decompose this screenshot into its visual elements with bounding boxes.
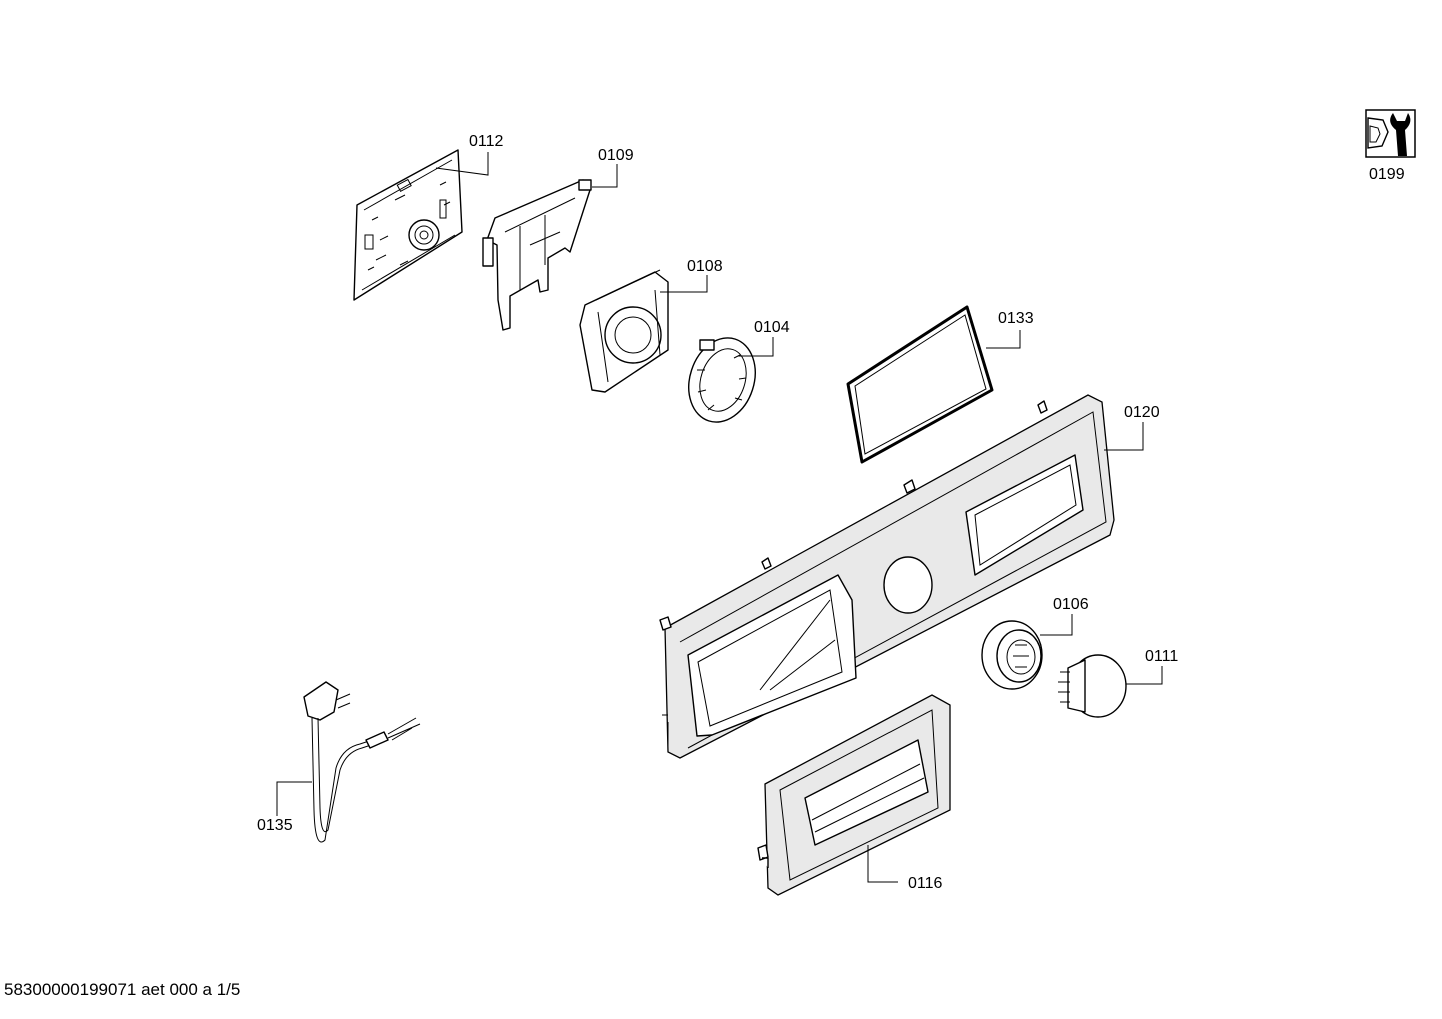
label-0133: 0133	[998, 310, 1034, 327]
part-0108-knob-frame[interactable]	[579, 269, 669, 393]
part-0135-power-cord[interactable]	[303, 681, 421, 843]
label-0116: 0116	[908, 875, 943, 892]
part-0120-control-panel[interactable]	[659, 394, 1115, 759]
label-0106: 0106	[1053, 596, 1089, 613]
wrench-nut-icon[interactable]	[1365, 109, 1416, 158]
label-0135: 0135	[257, 817, 293, 834]
part-0116-drawer-front[interactable]	[757, 694, 951, 896]
part-0112-control-board[interactable]	[353, 149, 463, 301]
label-0199: 0199	[1369, 166, 1405, 183]
part-0104-ring[interactable]	[678, 329, 765, 431]
part-0133-display-window[interactable]	[846, 305, 994, 464]
document-footer: 58300000199071 aet 000 a 1/5	[4, 980, 241, 999]
label-0109: 0109	[598, 147, 634, 164]
label-0108: 0108	[687, 258, 723, 275]
part-0106-knob-base[interactable]	[981, 620, 1043, 690]
label-0111: 0111	[1145, 648, 1178, 665]
label-0112: 0112	[469, 133, 504, 150]
part-0111-selector-knob[interactable]	[1058, 654, 1127, 718]
label-0104: 0104	[754, 319, 790, 336]
label-0120: 0120	[1124, 404, 1160, 421]
part-0109-bracket[interactable]	[482, 179, 592, 331]
